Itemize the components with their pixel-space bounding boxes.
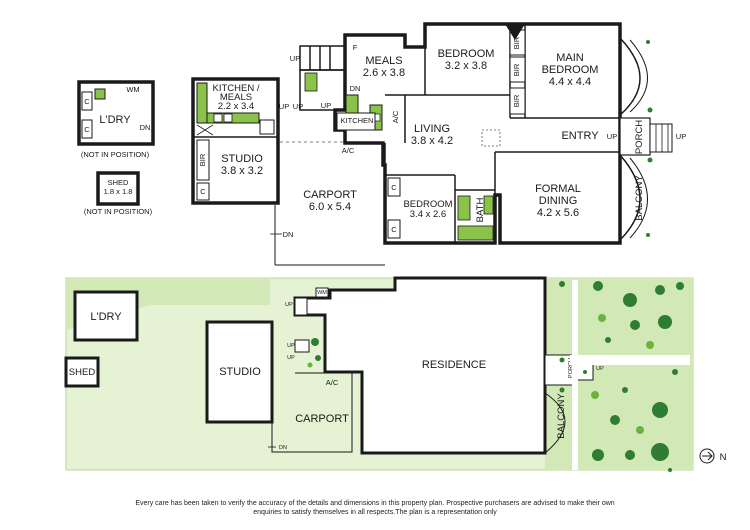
residence-floor-plan: MEALS 2.6 x 3.8 F UP DN UP KITCHEN A/C B… xyxy=(290,22,686,245)
kitchen-meals-up2-label: UP xyxy=(293,102,303,111)
formal-dining-label-2: DINING xyxy=(539,195,578,207)
kitchen-meals-up-label: UP xyxy=(279,102,289,111)
carport-label: CARPORT xyxy=(303,189,357,201)
meals-f-label: F xyxy=(353,43,358,52)
meals-label: MEALS xyxy=(365,55,402,67)
laundry-dn-label: DN xyxy=(140,123,151,132)
main-bedroom-label-2: BEDROOM xyxy=(542,64,599,76)
entry-label: ENTRY xyxy=(561,130,599,142)
site-ac-label: A/C xyxy=(326,378,339,387)
studio-bir-label: BIR xyxy=(198,153,207,166)
bedroom2-label: BEDROOM xyxy=(438,48,495,60)
studio-size: 3.8 x 3.2 xyxy=(221,165,263,177)
porch-up-label: UP xyxy=(676,132,686,141)
bath-label: BATH xyxy=(475,198,486,223)
kitchen-label: KITCHEN xyxy=(341,116,374,125)
studio-label: STUDIO xyxy=(221,153,263,165)
formal-dining-label: FORMAL xyxy=(535,183,581,195)
carport-size: 6.0 x 5.4 xyxy=(309,201,351,213)
kitchen-ac-label: A/C xyxy=(342,146,355,155)
site-shed-label: SHED xyxy=(69,367,96,378)
site-up3-label: UP xyxy=(287,355,295,361)
carport-dn-label: DN xyxy=(283,230,294,239)
site-up1-label: UP xyxy=(285,302,293,308)
laundry-c2-label: C xyxy=(84,125,90,134)
main-bedroom-label: MAIN xyxy=(556,52,584,64)
disclaimer-line-2: enquiries to satisfy themselves in all r… xyxy=(253,509,497,516)
site-wm-label: WM xyxy=(317,290,327,296)
meals-up-label: UP xyxy=(290,54,300,63)
kitchen-meals-label: KITCHEN / xyxy=(213,83,260,94)
meals-dn-label: DN xyxy=(350,84,361,93)
site-carport-label: CARPORT xyxy=(295,413,349,425)
site-balcony-label: BALCONY xyxy=(556,393,567,439)
site-up4-label: UP xyxy=(596,366,604,372)
living-label: LIVING xyxy=(414,123,450,135)
bedroom3-size: 3.4 x 2.6 xyxy=(410,209,446,220)
bedroom3-c2-label: C xyxy=(391,225,397,234)
porch-label: PORCH xyxy=(634,120,645,154)
bedroom2-size: 3.2 x 3.8 xyxy=(445,60,487,72)
laundry-note: (NOT IN POSITION) xyxy=(81,150,150,159)
shed-label: SHED xyxy=(108,178,129,187)
shed-room: SHED 1.8 x 1.8 (NOT IN POSITION) xyxy=(84,171,153,216)
site-residence-label: RESIDENCE xyxy=(422,359,486,371)
site-up2-label: UP xyxy=(287,343,295,349)
shed-size: 1.8 x 1.8 xyxy=(104,187,133,196)
shed-note: (NOT IN POSITION) xyxy=(84,207,153,216)
bedroom3-label: BEDROOM xyxy=(403,199,452,210)
north-arrow-icon: N xyxy=(699,448,727,464)
north-label: N xyxy=(720,452,727,463)
site-laundry-label: L'DRY xyxy=(90,311,122,323)
bedroom2-bir-label: BIR xyxy=(512,36,521,49)
laundry-room: WM L'DRY C C DN (NOT IN POSITION) xyxy=(77,80,155,159)
site-dn-label: DN xyxy=(279,445,287,451)
main-bedroom-bir1-label: BIR xyxy=(512,63,521,76)
kitchen-meals-label-2: MEALS xyxy=(220,92,252,103)
living-ac-label: A/C xyxy=(391,110,400,123)
site-plan: L'DRY SHED STUDIO CARPORT A/C DN WM UP U… xyxy=(64,276,694,472)
living-size: 3.8 x 4.2 xyxy=(411,135,453,147)
laundry-c1-label: C xyxy=(84,97,90,106)
formal-dining-size: 4.2 x 5.6 xyxy=(537,207,579,219)
main-bedroom-bir2-label: BIR xyxy=(512,94,521,107)
main-bedroom-size: 4.4 x 4.4 xyxy=(549,76,591,88)
studio-building: KITCHEN / MEALS 2.2 x 3.4 UP UP STUDIO 3… xyxy=(191,77,303,205)
meals-up2-label: UP xyxy=(321,101,331,110)
disclaimer-line-1: Every care has been taken to verify the … xyxy=(135,500,615,507)
entry-up-label: UP xyxy=(607,132,617,141)
meals-size: 2.6 x 3.8 xyxy=(363,67,405,79)
balcony-label: BALCONY xyxy=(634,175,645,221)
laundry-wm-label: WM xyxy=(126,85,139,94)
site-porch-label: PORCH xyxy=(568,358,574,378)
kitchen-meals-size: 2.2 x 3.4 xyxy=(218,101,254,112)
studio-c-label: C xyxy=(200,187,206,196)
site-studio-label: STUDIO xyxy=(219,366,261,378)
bedroom3-c1-label: C xyxy=(391,183,397,192)
laundry-label: L'DRY xyxy=(99,114,131,126)
